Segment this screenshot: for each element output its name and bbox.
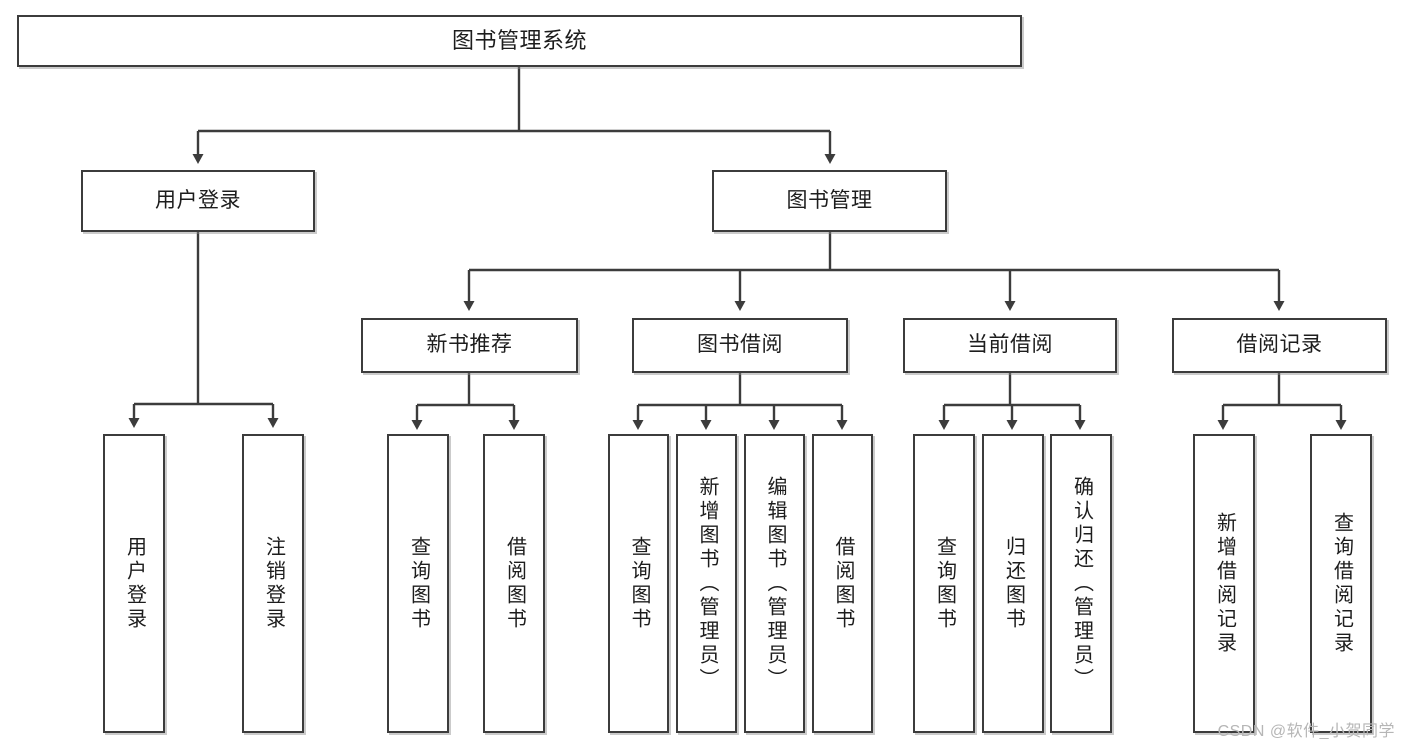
node-root-label: 图书管理系统	[451, 28, 587, 54]
node-book-management[interactable]: 图书管理	[712, 170, 947, 232]
leaf-borrow-edit-book-label: 编辑图书（管理员）	[764, 475, 786, 692]
leaf-recommend-borrow-book[interactable]: 借阅图书	[483, 434, 545, 733]
node-root[interactable]: 图书管理系统	[17, 15, 1022, 67]
leaf-current-confirm-return[interactable]: 确认归还（管理员）	[1050, 434, 1112, 733]
leaf-user-login-signin[interactable]: 用户登录	[103, 434, 165, 733]
node-borrow-records[interactable]: 借阅记录	[1172, 318, 1387, 373]
leaf-current-return-book-label: 归还图书	[1002, 535, 1025, 632]
leaf-recommend-borrow-book-label: 借阅图书	[503, 535, 526, 632]
node-current-borrow-label: 当前借阅	[967, 333, 1053, 357]
leaf-current-query-book-label: 查询图书	[933, 535, 956, 632]
watermark: CSDN @软件_小贺同学	[1217, 723, 1395, 740]
leaf-current-confirm-return-label: 确认归还（管理员）	[1070, 475, 1093, 692]
leaf-user-login-signin-label: 用户登录	[123, 535, 146, 632]
leaf-borrow-query-book-label: 查询图书	[628, 535, 650, 632]
leaf-borrow-borrow-book[interactable]: 借阅图书	[812, 434, 873, 733]
leaf-user-login-signout-label: 注销登录	[262, 535, 285, 632]
node-user-login[interactable]: 用户登录	[81, 170, 315, 232]
leaf-recommend-query-book-label: 查询图书	[407, 535, 430, 632]
leaf-borrow-add-book-label: 新增图书（管理员）	[696, 475, 718, 692]
leaf-records-add-record[interactable]: 新增借阅记录	[1193, 434, 1255, 733]
leaf-borrow-borrow-book-label: 借阅图书	[832, 535, 854, 632]
leaf-recommend-query-book[interactable]: 查询图书	[387, 434, 449, 733]
leaf-borrow-query-book[interactable]: 查询图书	[608, 434, 669, 733]
node-book-borrow[interactable]: 图书借阅	[632, 318, 848, 373]
leaf-borrow-add-book[interactable]: 新增图书（管理员）	[676, 434, 737, 733]
leaf-current-return-book[interactable]: 归还图书	[982, 434, 1044, 733]
node-user-login-label: 用户登录	[155, 188, 241, 212]
leaf-user-login-signout[interactable]: 注销登录	[242, 434, 304, 733]
leaf-records-query-record-label: 查询借阅记录	[1330, 511, 1353, 656]
leaf-current-query-book[interactable]: 查询图书	[913, 434, 975, 733]
node-book-borrow-label: 图书借阅	[697, 333, 783, 357]
node-book-management-label: 图书管理	[786, 188, 873, 212]
node-borrow-records-label: 借阅记录	[1236, 333, 1323, 357]
leaf-borrow-edit-book[interactable]: 编辑图书（管理员）	[744, 434, 805, 733]
leaf-records-query-record[interactable]: 查询借阅记录	[1310, 434, 1372, 733]
node-new-book-recommend-label: 新书推荐	[426, 333, 513, 357]
leaf-records-add-record-label: 新增借阅记录	[1213, 511, 1236, 656]
node-current-borrow[interactable]: 当前借阅	[903, 318, 1117, 373]
node-new-book-recommend[interactable]: 新书推荐	[361, 318, 578, 373]
